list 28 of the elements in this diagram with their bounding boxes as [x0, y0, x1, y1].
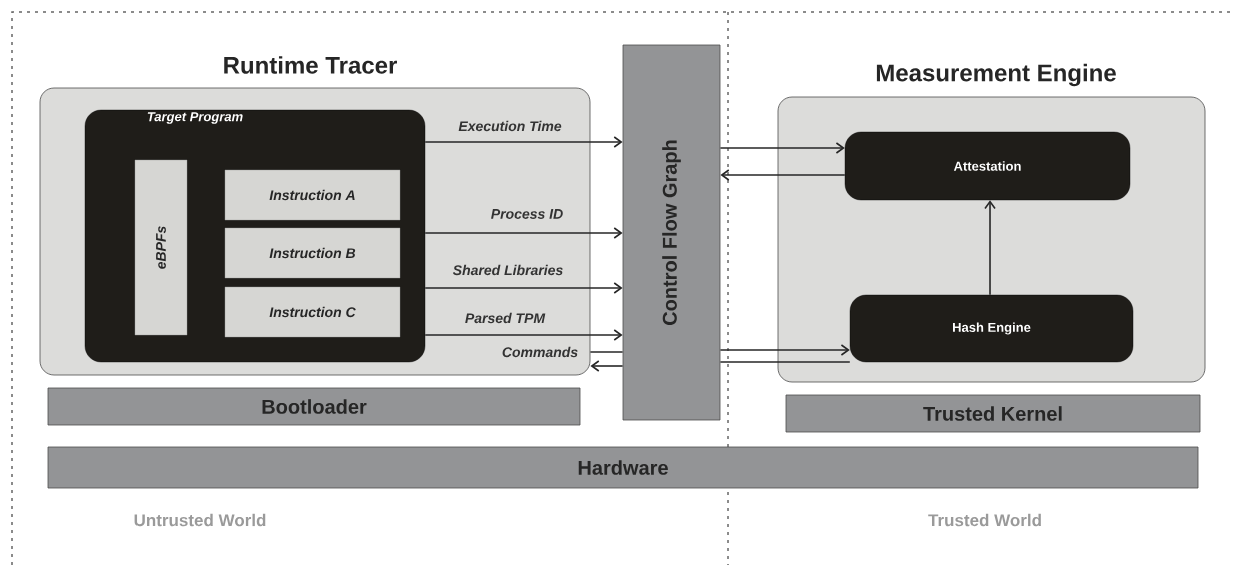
node-label: Runtime Tracer [224, 56, 397, 74]
arrow [719, 344, 850, 356]
graph-bar: Control Flow Graph [622, 44, 721, 421]
hash-engine-box: Hash Engine [849, 294, 1134, 363]
edge-label: Execution Time [458, 120, 562, 132]
edge-label: Shared Libraries [452, 264, 563, 276]
arrow [590, 360, 624, 372]
edge-label: Parsed TPM [465, 312, 546, 324]
attestation-box: Attestation [844, 131, 1131, 201]
arrow [424, 136, 623, 148]
instruction-box: Instruction C [224, 286, 401, 338]
edge-label: Process ID [491, 209, 563, 219]
arrow [720, 169, 846, 181]
instruction-box: Instruction B [224, 227, 401, 279]
arrow [719, 142, 845, 154]
arrow [424, 282, 623, 294]
arrow [424, 227, 623, 239]
edge-label: Commands [502, 346, 578, 358]
region-label: Trusted World [928, 513, 1041, 527]
arrow [424, 329, 623, 341]
hardware-bar: Hardware [47, 446, 1199, 489]
instruction-box: Instruction A [224, 169, 401, 221]
node-label: Measurement Engine [876, 63, 1116, 87]
bootloader-bar: Bootloader [47, 387, 581, 426]
ebpf-box: eBPFs [134, 159, 188, 336]
region-label: Untrusted World [134, 513, 266, 527]
arrow [984, 200, 996, 296]
kernel-bar: Trusted Kernel [785, 394, 1201, 433]
